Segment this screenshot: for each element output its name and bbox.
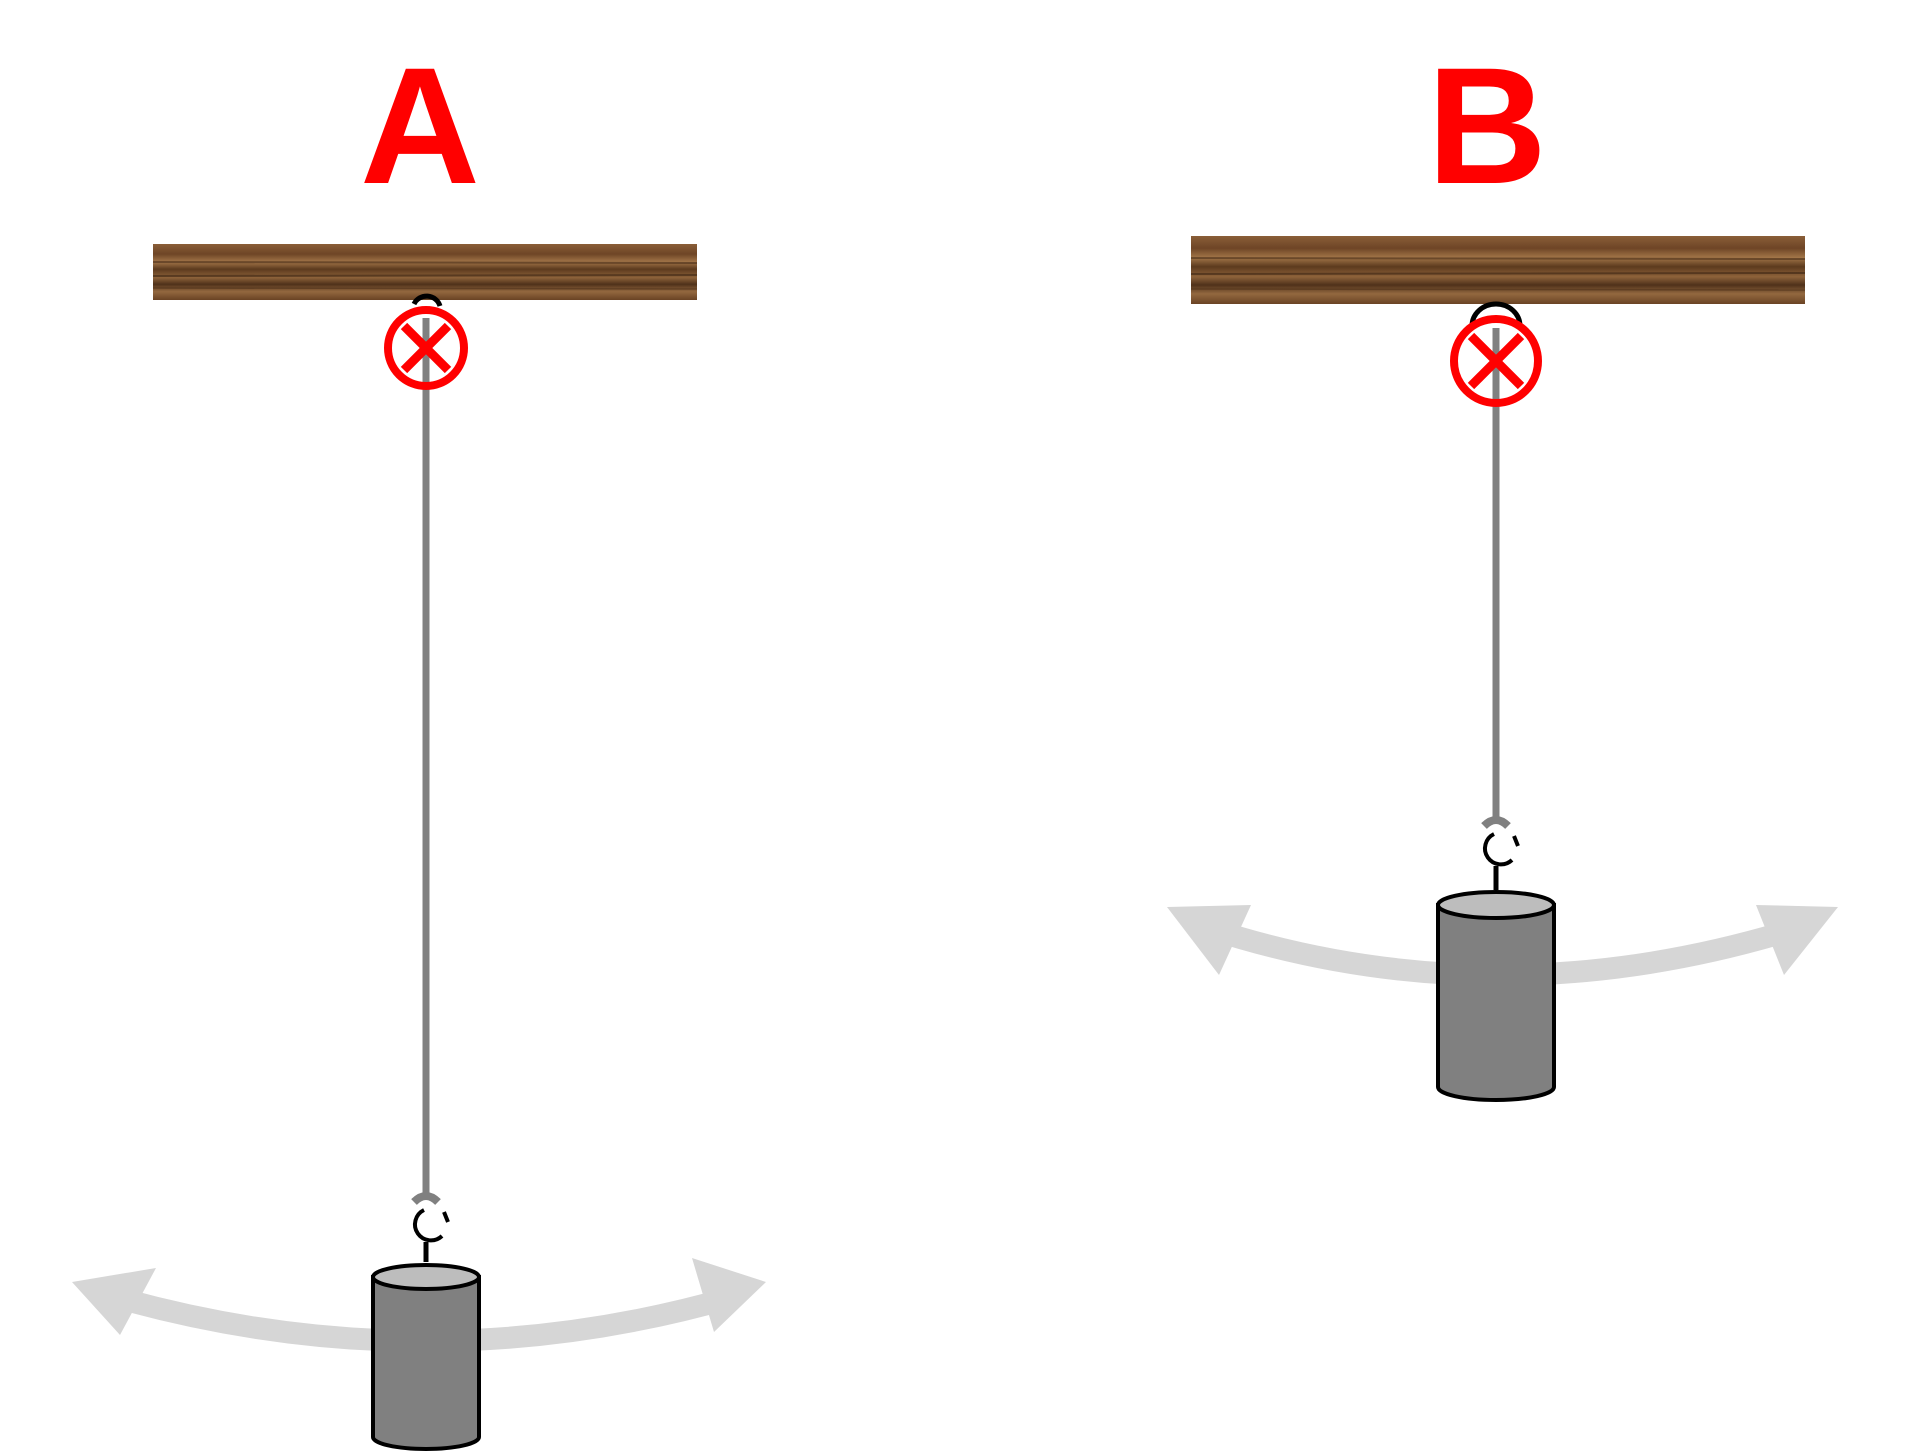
pendulum-label-b: B xyxy=(1427,34,1547,219)
circle-x-icon xyxy=(1450,301,1542,407)
wooden-beam-a xyxy=(152,244,698,300)
wooden-beam-b xyxy=(1190,236,1806,304)
hook-icon xyxy=(411,1192,450,1262)
weight-a xyxy=(371,1263,481,1451)
circle-x-icon xyxy=(384,293,468,390)
pendulum-b: B xyxy=(1167,34,1838,1102)
pendulum-a: A xyxy=(72,34,766,1451)
hook-icon xyxy=(1481,816,1520,890)
pendulum-label-a: A xyxy=(360,34,480,219)
weight-b xyxy=(1436,890,1556,1102)
